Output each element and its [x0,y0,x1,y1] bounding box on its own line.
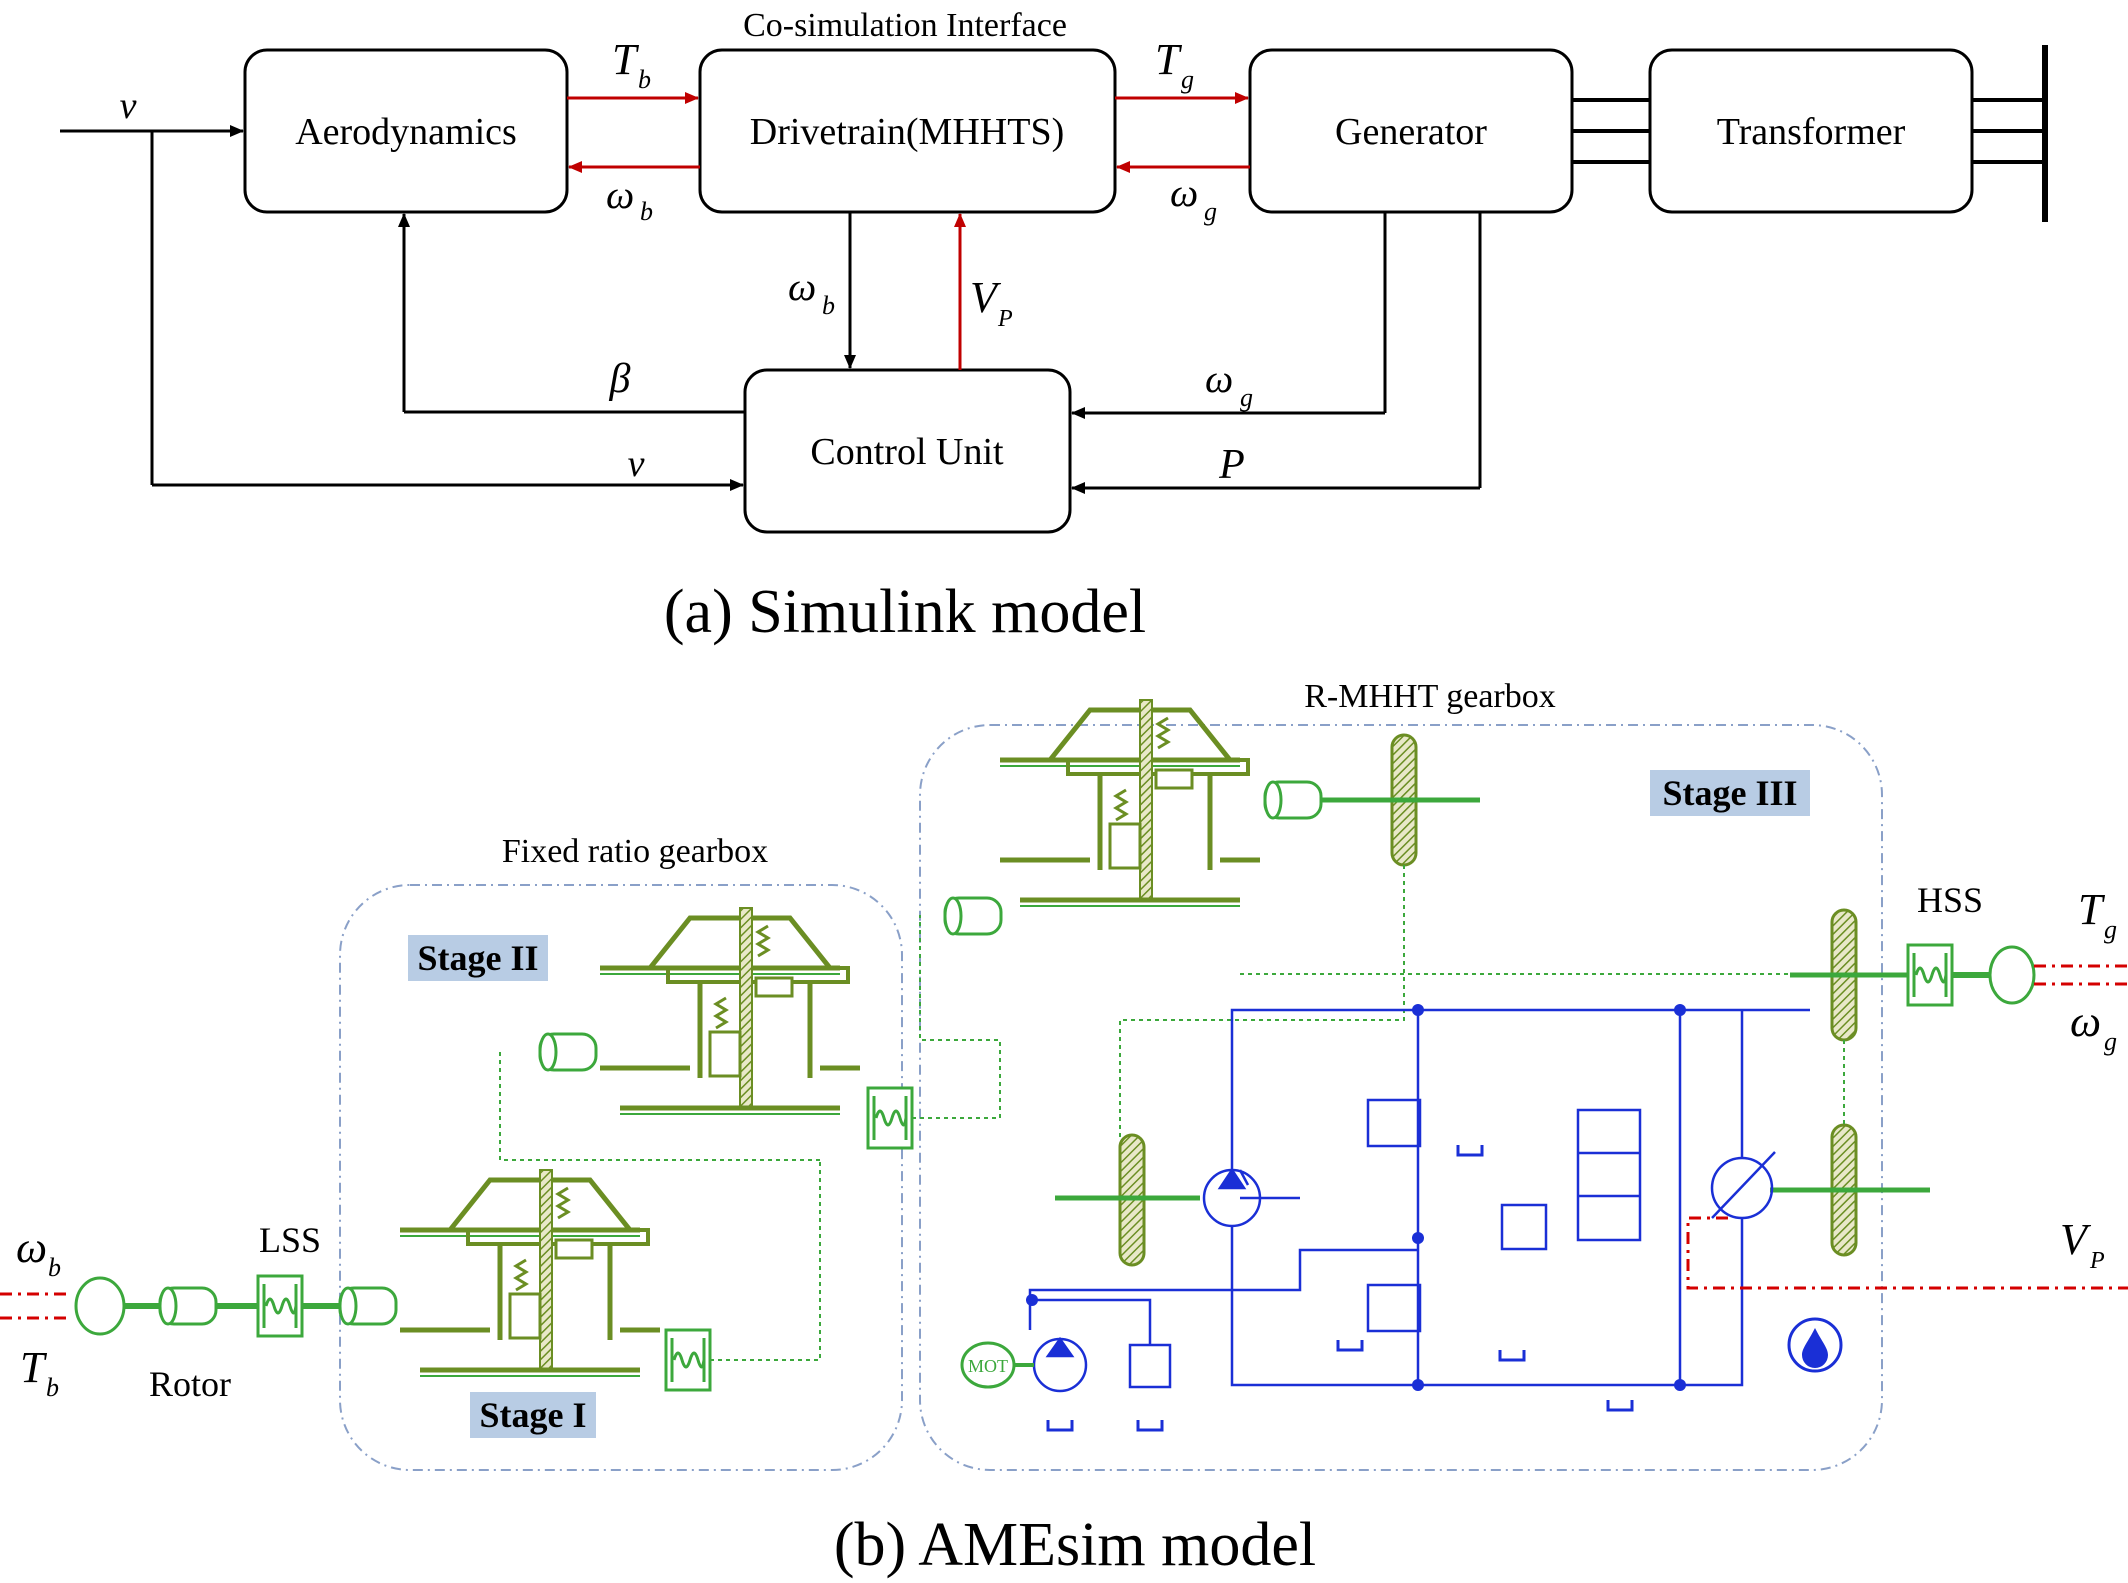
label-amesim-vp: V P [2060,1215,2105,1274]
hss-label: HSS [1917,880,1983,920]
svg-text:MOT: MOT [968,1356,1008,1376]
label-wg-ctrl: ω g [1205,356,1253,412]
svg-text:ω: ω [16,1223,47,1272]
arrow-wg-ctrl [1071,212,1387,419]
label-v-input: v [120,85,137,127]
svg-text:P: P [2089,1248,2105,1274]
motor-tag: MOT [960,1341,1034,1389]
svg-text:Stage III: Stage III [1662,773,1797,813]
svg-text:P: P [997,306,1013,332]
block-control-unit: Control Unit [743,368,1072,534]
transformer-label: Transformer [1717,111,1906,153]
svg-text:V: V [970,273,1002,322]
stage-ii-coupling-icon [866,1086,914,1150]
block-drivetrain: Drivetrain(MHHTS) [698,48,1117,214]
hydraulic-circuit [1028,1008,1810,1432]
stage-ii-tag: Stage II [408,935,548,981]
drivetrain-label: Drivetrain(MHHTS) [750,111,1064,153]
svg-text:ω: ω [1170,170,1198,215]
svg-text:ω: ω [2070,997,2101,1046]
lss-coupling-icon [256,1274,304,1338]
label-out-t: T g [2078,885,2117,944]
vp-signal-line [1686,1216,2128,1290]
svg-text:g: g [2104,1027,2117,1056]
generator-label: Generator [1335,111,1487,153]
hydraulic-fluid-icon [1787,1317,1843,1373]
svg-text:ω: ω [606,172,634,217]
three-phase-lines [1572,45,2048,222]
rmhht-label: R-MHHT gearbox [1304,678,1556,715]
label-v-ctrl: v [628,443,645,485]
label-out-w: ω g [2070,997,2117,1056]
arrow-v-input [60,125,744,491]
svg-text:b: b [640,197,653,226]
svg-text:T: T [2078,885,2106,934]
svg-text:g: g [1204,197,1217,226]
caption-b: (b) AMEsim model [834,1511,1316,1579]
cosim-interface-label: Co-simulation Interface [743,7,1067,44]
stage-i-tag: Stage I [470,1392,596,1438]
directional-valve-icon [1576,1108,1642,1242]
amesim-model: R-MHHT gearbox Fixed ratio gearbox Stage… [0,678,2128,1579]
svg-text:g: g [1181,65,1194,94]
simulink-model: Co-simulation Interface Aerodynamics Dri… [60,7,2048,646]
svg-text:g: g [2104,915,2117,944]
svg-text:b: b [46,1373,59,1402]
label-p-ctrl: P [1218,442,1245,488]
rotor-inertia-icon [158,1286,218,1326]
stage-iii-tag: Stage III [1650,770,1810,816]
block-aerodynamics: Aerodynamics [243,48,569,214]
label-in-t: T b [20,1343,59,1402]
stage-ii-gear-icon [600,908,860,1114]
label-beta: β [609,356,631,402]
label-vp: V P [970,273,1013,332]
caption-a: (a) Simulink model [664,578,1146,646]
relief-valve-icon [1366,1098,1422,1148]
rotor-label: Rotor [149,1364,231,1404]
label-wb-mid: ω b [788,264,835,320]
svg-text:T: T [20,1343,48,1392]
svg-text:ω: ω [788,264,816,309]
control-unit-label: Control Unit [810,431,1004,473]
stage-i-gear-icon [400,1170,660,1376]
svg-text:T: T [1155,35,1183,84]
speed-torque-sensor-icon [74,1276,126,1336]
svg-text:g: g [1240,383,1253,412]
aerodynamics-label: Aerodynamics [295,111,517,153]
junction-dots [1026,1004,1686,1391]
input-rotor-side [0,1274,398,1338]
stage-i-coupling-icon [664,1328,712,1392]
hss-coupling-icon [1906,943,1954,1007]
svg-text:ω: ω [1205,356,1233,401]
arrow-p-ctrl [1071,212,1482,494]
svg-text:Stage II: Stage II [417,938,538,978]
label-wg-top: ω g [1170,170,1217,226]
label-wb-top: ω b [606,172,653,226]
lss-label: LSS [259,1220,321,1260]
block-generator: Generator [1248,48,1574,214]
svg-text:Stage I: Stage I [480,1395,587,1435]
svg-text:V: V [2060,1215,2092,1264]
fixed-ratio-boundary [339,884,903,1471]
rmhht-boundary [919,724,1883,1471]
svg-text:b: b [48,1253,61,1282]
block-transformer: Transformer [1648,48,1974,214]
svg-text:b: b [638,65,651,94]
fixed-ratio-label: Fixed ratio gearbox [502,833,768,870]
svg-text:b: b [822,291,835,320]
arrow-beta [398,213,745,414]
svg-text:T: T [612,35,640,84]
label-in-w: ω b [16,1223,61,1282]
label-tb: T b [612,35,651,94]
label-tg: T g [1155,35,1194,94]
stage-iii-gear-icon [1000,700,1260,906]
